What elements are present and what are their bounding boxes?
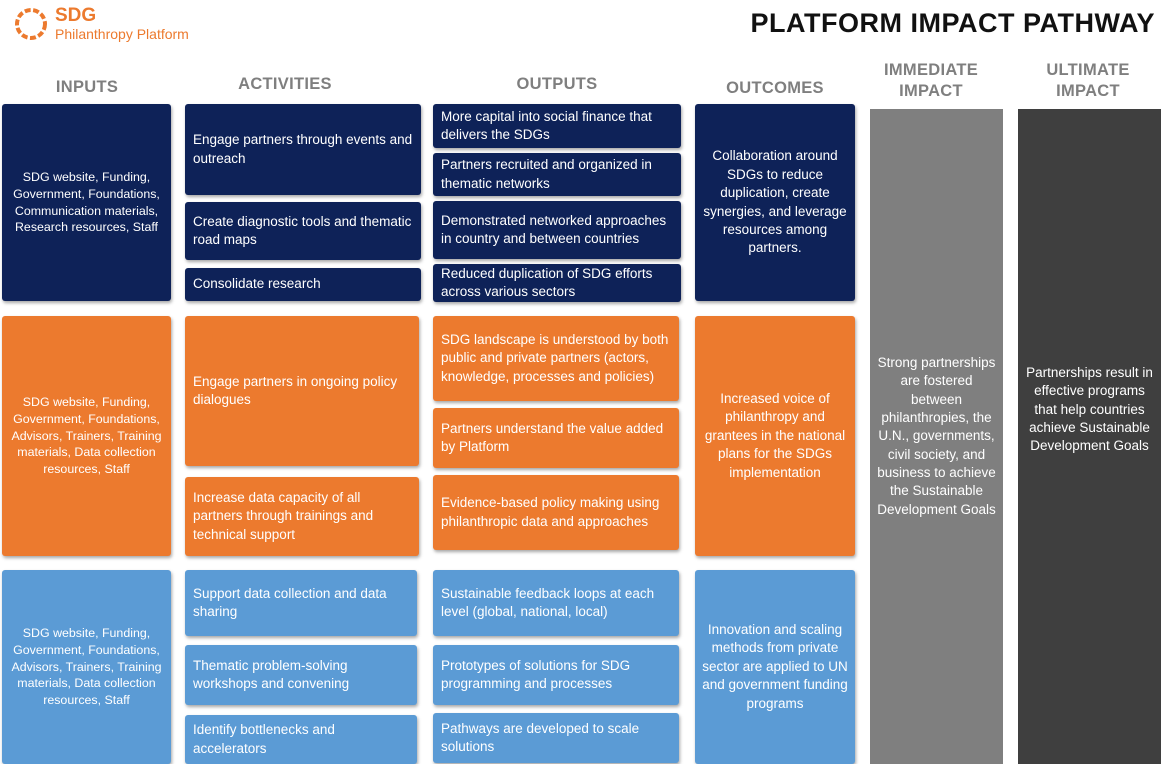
logo-subtitle: Philanthropy Platform [55,26,189,42]
outcome-box: Innovation and scaling methods from priv… [695,570,855,764]
activity-box: Engage partners through events and outre… [185,104,421,195]
column-header-ultimate-impact: ULTIMATE IMPACT [1046,61,1130,101]
column-header-inputs: INPUTS [55,78,119,96]
output-box: Prototypes of solutions for SDG programm… [433,645,679,705]
activity-box: Increase data capacity of all partners t… [185,477,419,556]
page-title: PLATFORM IMPACT PATHWAY [750,8,1155,38]
column-header-immediate-impact: IMMEDIATE IMPACT [883,61,979,101]
output-box: Evidence-based policy making using phila… [433,475,679,550]
immediate-impact-box: Strong partnerships are fostered between… [870,109,1003,764]
output-box: Demonstrated networked approaches in cou… [433,201,681,259]
activity-box: Thematic problem-solving workshops and c… [185,645,417,705]
output-box: SDG landscape is understood by both publ… [433,316,679,401]
outcome-box: Collaboration around SDGs to reduce dupl… [695,104,855,301]
ultimate-impact-box: Partnerships result in effective program… [1018,109,1161,764]
input-box: SDG website, Funding, Government, Founda… [2,104,171,301]
activity-box: Create diagnostic tools and thematic roa… [185,202,421,260]
activity-box: Consolidate research [185,268,421,301]
output-box: Sustainable feedback loops at each level… [433,570,679,636]
output-box: More capital into social finance that de… [433,104,681,148]
activity-box: Identify bottlenecks and accelerators [185,715,417,764]
output-box: Partners understand the value added by P… [433,408,679,468]
output-box: Reduced duplication of SDG efforts acros… [433,264,681,302]
activity-box: Engage partners in ongoing policy dialog… [185,316,419,466]
outcome-box: Increased voice of philanthropy and gran… [695,316,855,556]
input-box: SDG website, Funding, Government, Founda… [2,316,171,556]
logo-brand: SDG [55,5,97,26]
activity-box: Support data collection and data sharing [185,570,417,636]
column-header-outcomes: OUTCOMES [726,79,824,97]
input-box: SDG website, Funding, Government, Founda… [2,570,171,764]
column-header-outputs: OUTPUTS [516,75,598,93]
output-box: Pathways are developed to scale solution… [433,713,679,763]
output-box: Partners recruited and organized in them… [433,153,681,196]
column-header-activities: ACTIVITIES [238,75,332,93]
sdg-logo-icon [15,8,47,40]
